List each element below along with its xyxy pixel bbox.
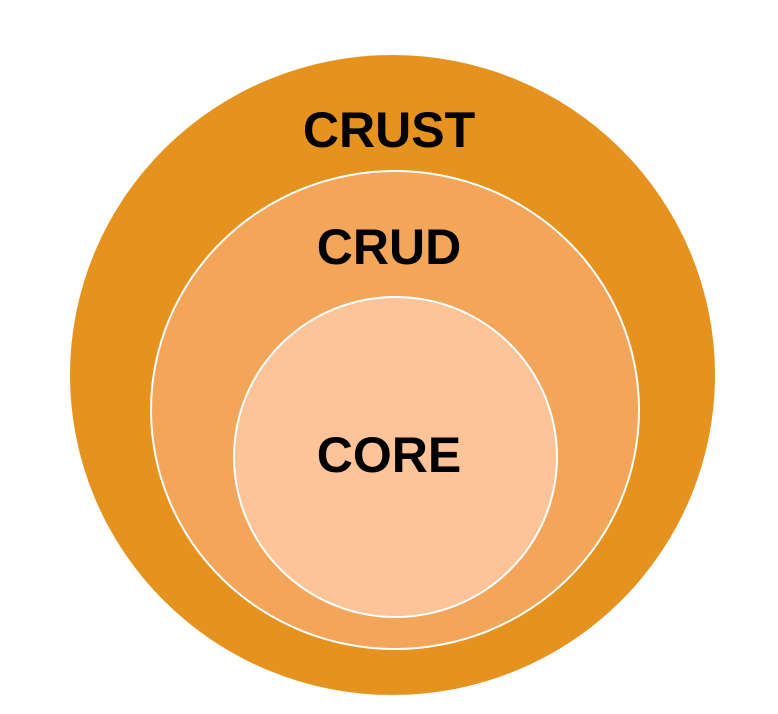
core-label: CORE [316,427,462,483]
core-layer [233,296,558,618]
crud-label: CRUD [316,219,462,275]
crust-label: CRUST [302,102,476,158]
